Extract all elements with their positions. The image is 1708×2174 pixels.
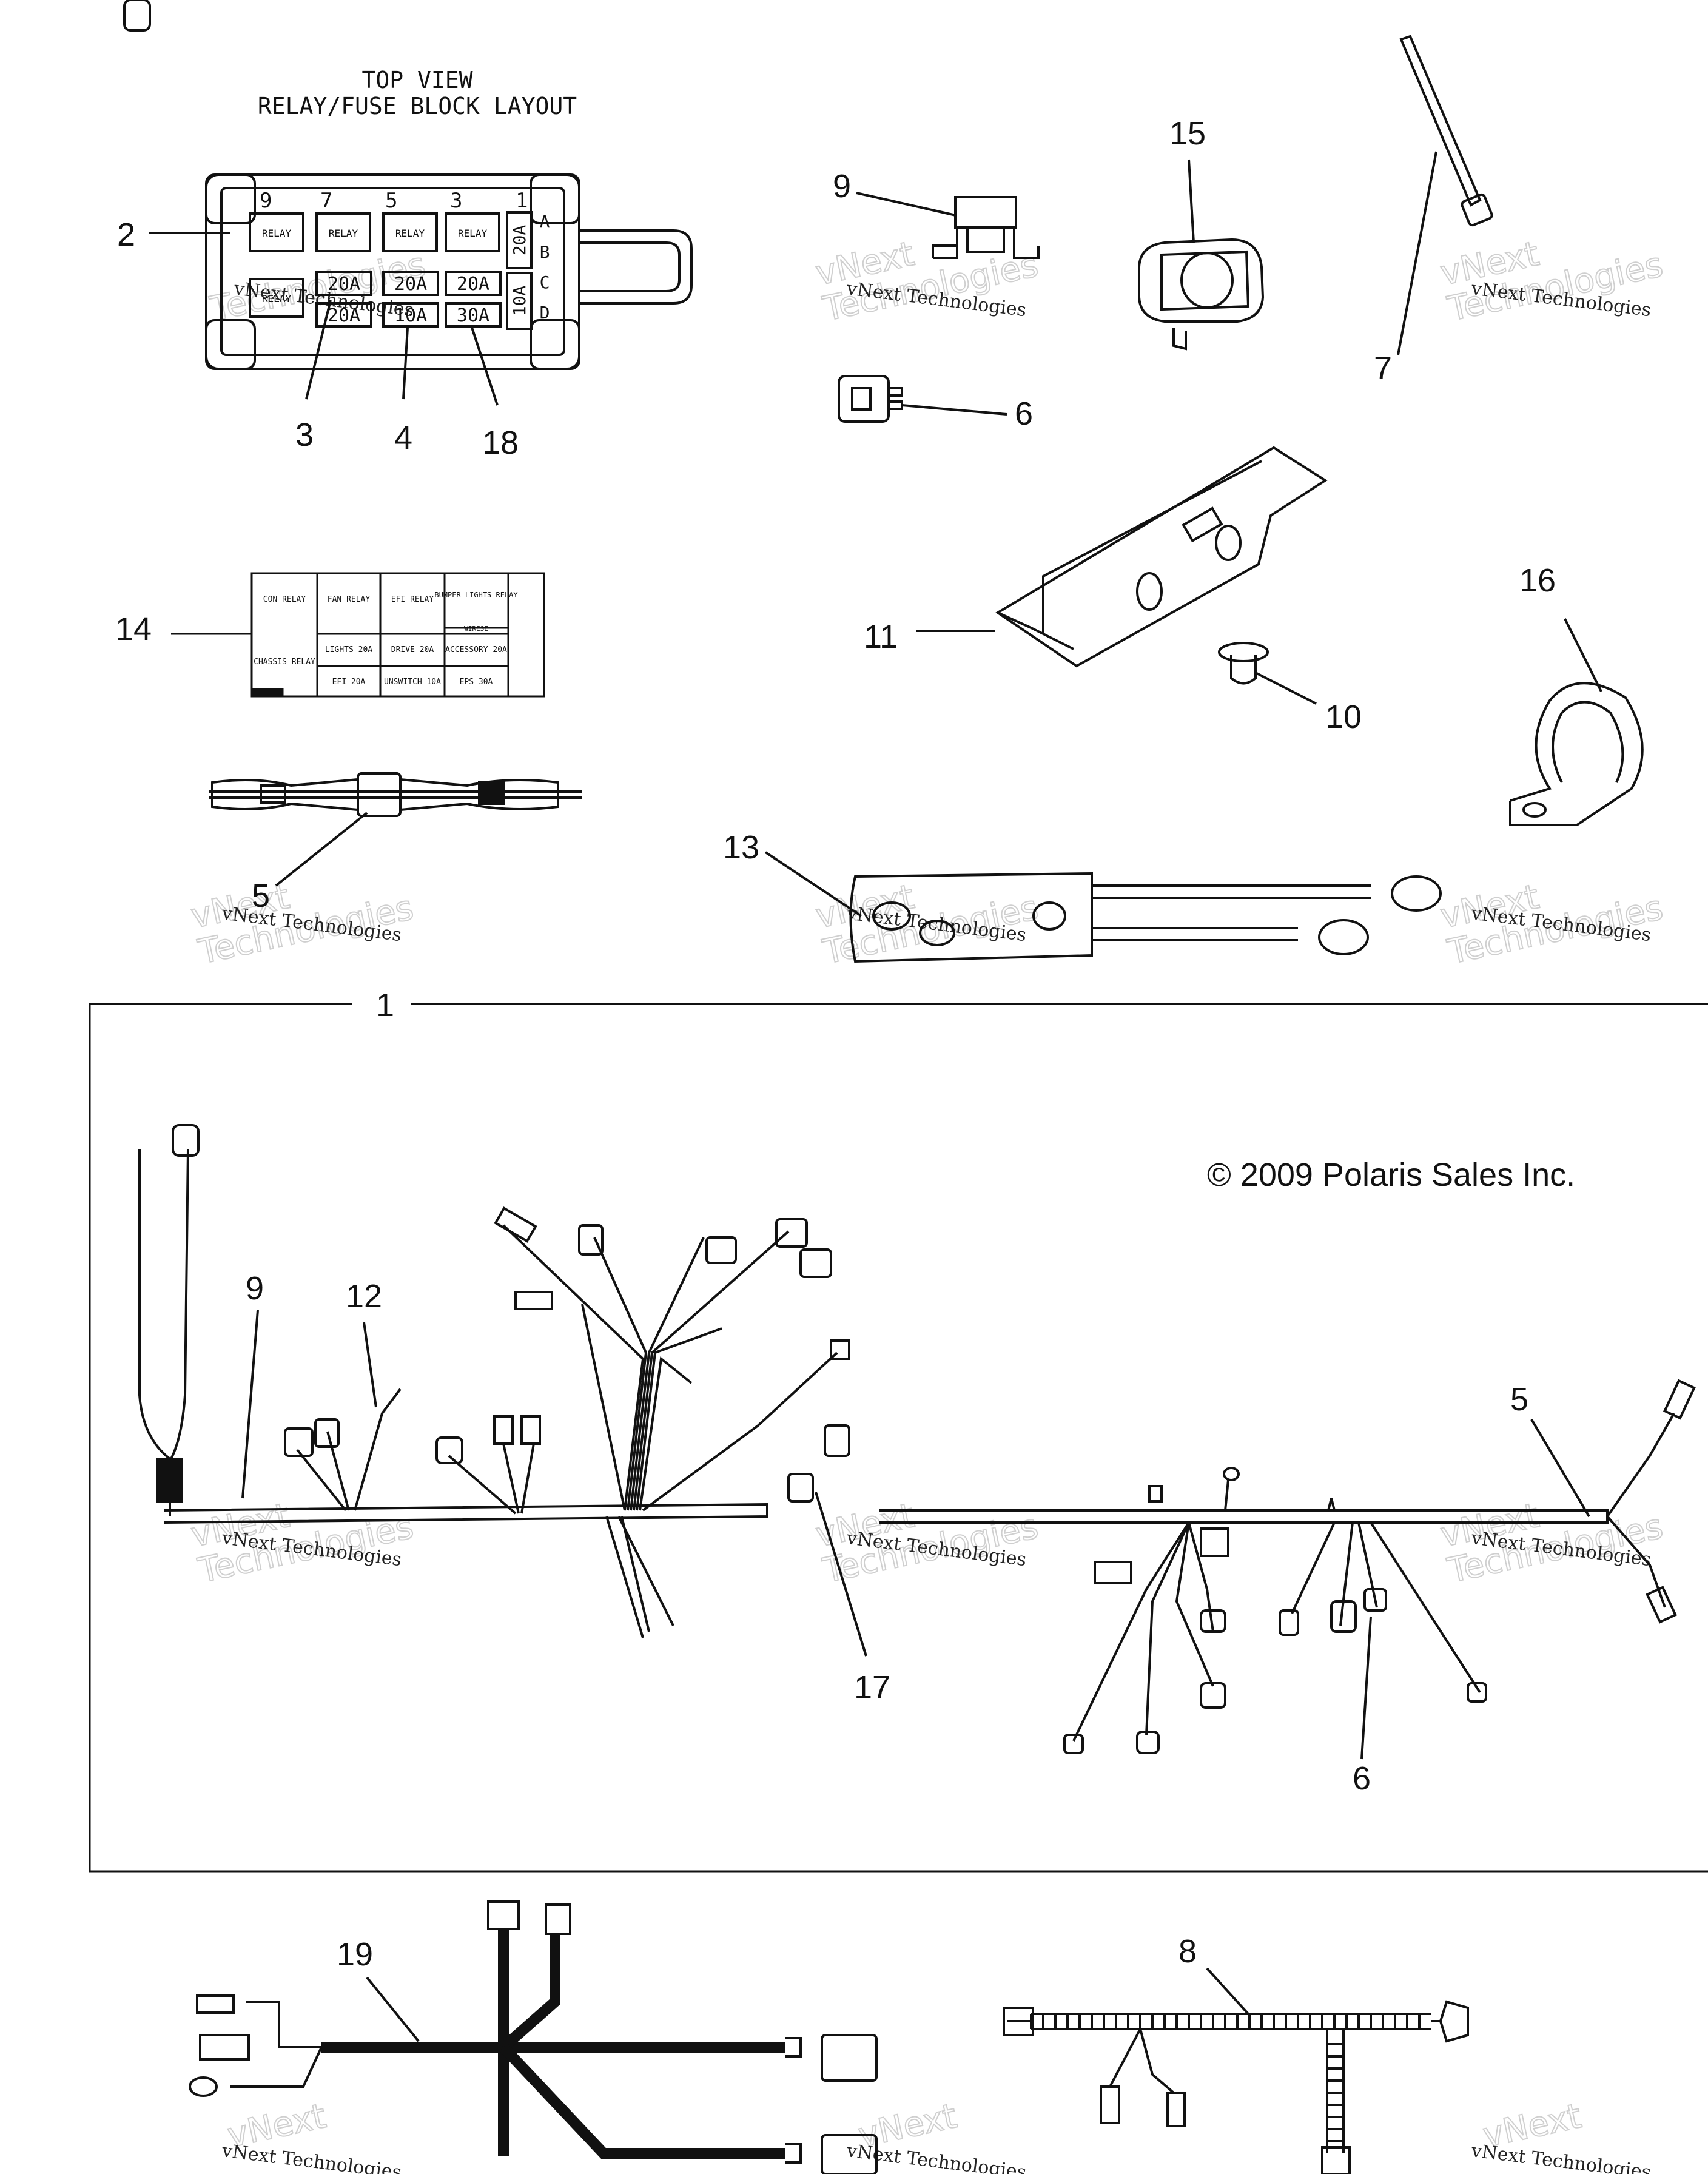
socket-part [1138,159,1265,351]
fuse-label: 20A [328,305,360,326]
relay-fuse-block: TOP VIEW RELAY/FUSE BLOCK LAYOUT 9 7 5 3… [149,67,693,406]
callout-8: 8 [1178,1933,1197,1970]
callout-6: 6 [1015,395,1033,432]
card-cell: DRIVE 20A [391,645,434,655]
callout-18: 18 [482,425,519,461]
ground-strap [764,851,1442,963]
pin-number: 9 [260,189,272,213]
relay-label: RELAY [262,227,292,239]
relay-label: RELAY [262,293,292,305]
callout-12: 12 [346,1278,382,1314]
side-fuse-label: 20A [509,225,530,256]
callout-10: 10 [1325,699,1362,735]
relay-label: RELAY [458,227,488,239]
callout-6-harness: 6 [1353,1760,1371,1797]
row-letter: A [540,212,550,232]
card-cell: FAN RELAY [328,595,371,604]
card-cell: EFI RELAY [391,595,434,604]
fuse-label: 20A [457,274,489,295]
callout-4: 4 [394,420,412,456]
fuse-label: 10A [394,305,427,326]
card-cell: EFI 20A [332,678,366,687]
fuse-label-card: CON RELAY FAN RELAY EFI RELAY BUMPER LIG… [171,572,545,698]
card-cell: ACCESSORY 20A [445,645,507,655]
relay-block-title: TOP VIEW [361,67,472,93]
row-letter: D [540,303,550,323]
callout-15: 15 [1169,115,1206,152]
push-pin [1218,642,1317,705]
callout-14: 14 [115,611,152,647]
side-fuse-label: 10A [509,286,530,317]
conduit-harness-8 [1003,1967,1469,2174]
harness-number: 1 [376,987,394,1023]
callout-11: 11 [864,619,898,655]
callout-2: 2 [117,217,135,253]
pin-number: 1 [516,189,528,213]
fuse-label: 30A [457,305,489,326]
callout-17: 17 [854,1669,890,1706]
card-cell: WIRESE [464,625,488,633]
card-cell: UNSWITCH 10A [384,678,441,687]
card-cell: BUMPER LIGHTS RELAY [434,591,518,599]
relay-block-subtitle: RELAY/FUSE BLOCK LAYOUT [258,93,577,119]
card-cell: CHASSIS RELAY [254,658,315,667]
inline-fuse-holder [209,772,582,887]
row-letter: C [540,272,550,292]
relay-label: RELAY [395,227,425,239]
row-letter: B [540,242,550,262]
mounting-bracket [916,446,1328,668]
callout-19: 19 [337,1936,373,1973]
callout-16: 16 [1519,562,1556,599]
callout-5: 5 [252,878,270,914]
cable-tie [1397,35,1493,355]
pipe-clamp [1509,618,1644,826]
main-harness-frame [89,1003,1708,1873]
callout-7: 7 [1374,350,1392,386]
sub-harness-19 [189,1900,878,2174]
fuse-label: 20A [394,274,427,295]
card-cell: LIGHTS 20A [325,645,372,655]
callout-9-harness: 9 [246,1270,264,1307]
callout-3: 3 [295,417,314,453]
pin-number: 7 [320,189,332,213]
callout-5-harness: 5 [1510,1381,1528,1418]
terminal-connector [838,375,1007,423]
copyright: © 2009 Polaris Sales Inc. [1207,1157,1575,1193]
pin-number: 5 [385,189,397,213]
callout-9: 9 [833,168,851,204]
relay-label: RELAY [329,227,358,239]
main-harness [123,0,1696,1760]
card-cell: EPS 30A [460,678,493,687]
card-cell: CON RELAY [263,595,306,604]
fuse-label: 20A [328,274,360,295]
diode-part [856,192,1040,259]
callout-13: 13 [723,829,759,866]
pin-number: 3 [450,189,462,213]
